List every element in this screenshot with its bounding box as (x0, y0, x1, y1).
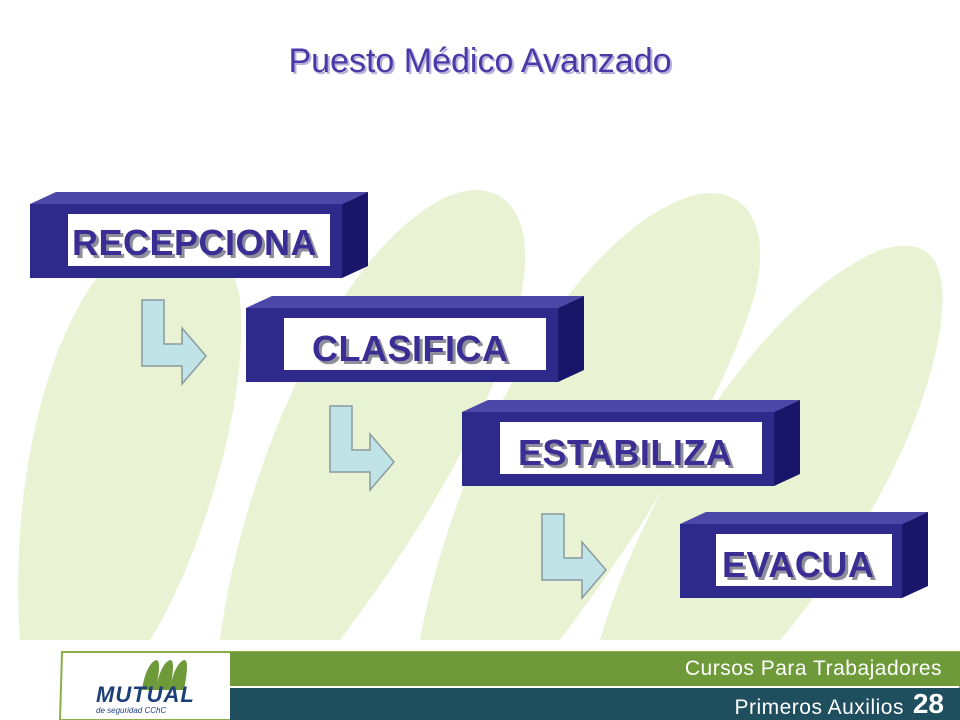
step-label: EVACUA (722, 544, 875, 585)
box-frame (30, 192, 368, 278)
footer-module: Primeros Auxilios (734, 696, 904, 719)
logo-mark-icon (142, 660, 187, 690)
step-box-clasifica: CLASIFICA (246, 296, 586, 388)
box-frame (680, 512, 928, 598)
page-title: Puesto Médico Avanzado (288, 42, 672, 80)
flow-arrow-1 (141, 299, 207, 386)
step-box-estabiliza: ESTABILIZA (462, 400, 802, 492)
step-box-evacua: EVACUA (680, 512, 930, 604)
logo-tagline: de seguridad CChC (96, 706, 167, 715)
page-number: 28 (912, 688, 944, 719)
step-label: ESTABILIZA (518, 432, 733, 473)
flow-arrow-2 (329, 405, 395, 492)
footer-bands (58, 651, 960, 720)
flow-arrow-3 (541, 513, 607, 600)
footer: MUTUAL de seguridad CChC Cursos Para Tra… (0, 648, 960, 720)
step-label: RECEPCIONA (72, 222, 318, 263)
box-frame (462, 400, 800, 486)
logo-wordmark: MUTUAL (96, 682, 195, 707)
step-box-recepciona: RECEPCIONA (30, 192, 370, 284)
footer-course: Cursos Para Trabajadores (684, 657, 942, 680)
box-frame (246, 296, 584, 382)
step-label: CLASIFICA (312, 328, 509, 369)
